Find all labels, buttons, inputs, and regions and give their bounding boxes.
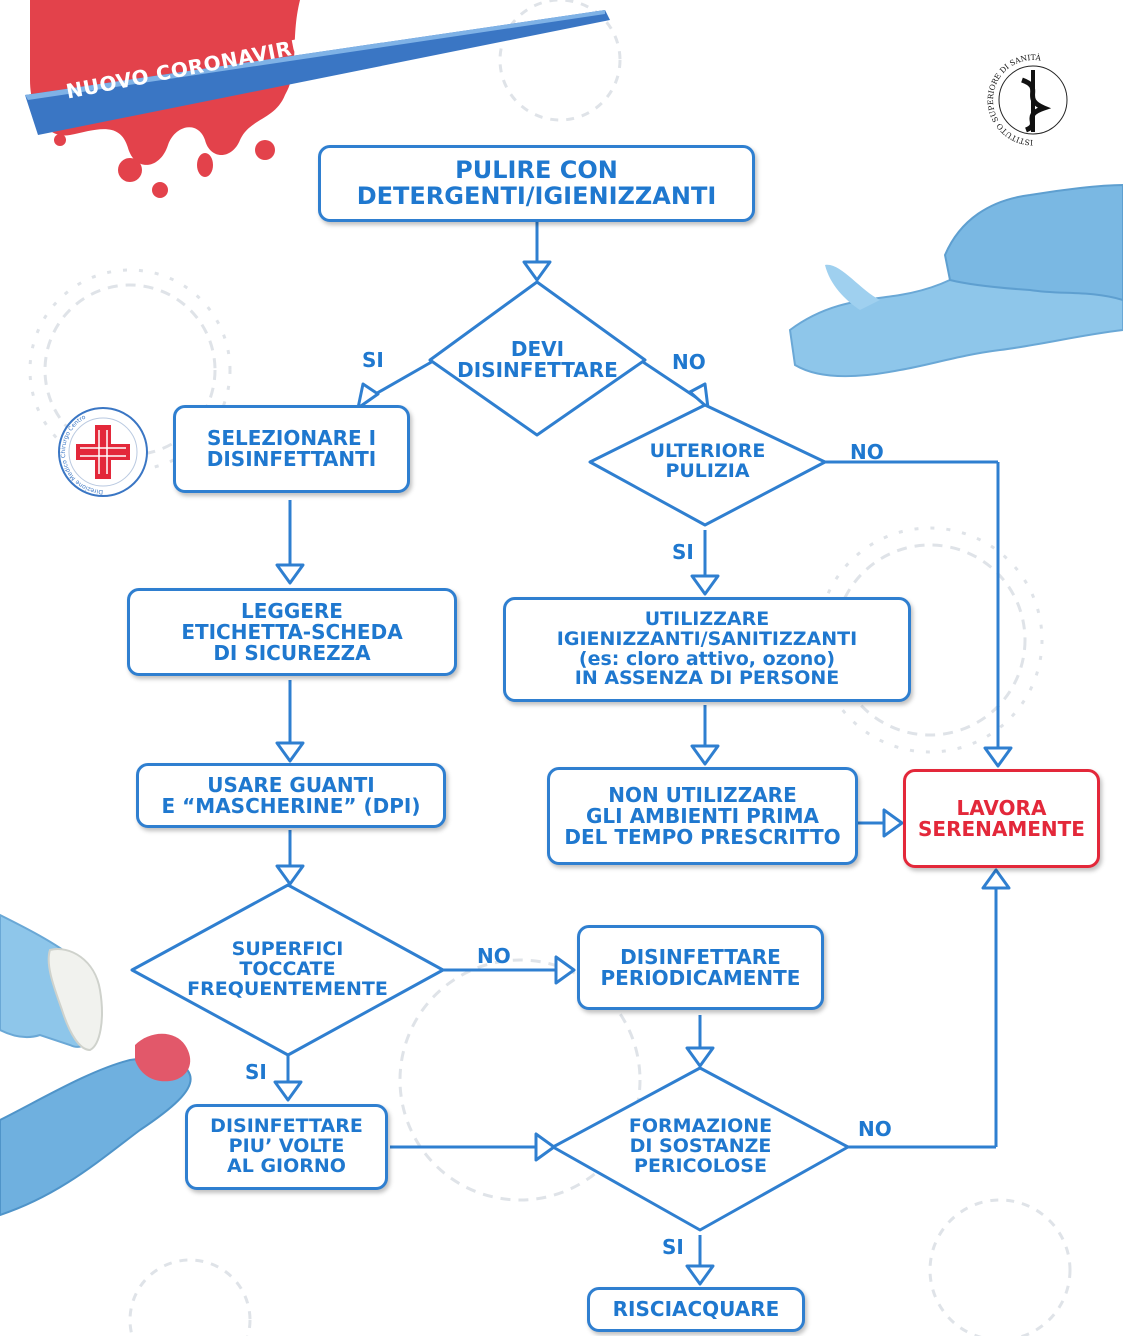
label-no-ulteriore: NO — [850, 440, 884, 464]
iss-seal-text: ISTITUTO SUPERIORE DI SANITÀ — [986, 53, 1042, 147]
decision-ulteriore-pulizia: ULTERIORE PULIZIA — [649, 440, 766, 482]
decision-devi-disinfettare: DEVI DISINFETTARE — [457, 337, 618, 382]
label-si-formazione: SI — [662, 1235, 684, 1259]
label-no-devi: NO — [672, 350, 706, 374]
cross-badge-text: Direzione Medico Chirurgo Centro — [60, 413, 103, 495]
banner-highlight — [25, 10, 605, 100]
iss-seal-logo — [998, 65, 1068, 135]
arrowheads — [273, 260, 1013, 1286]
spray-glove-image — [0, 913, 192, 1217]
label-no-superfici: NO — [477, 944, 511, 968]
decision-superfici-toccate: SUPERFICI TOCCATE FREQUENTEMENTE — [187, 938, 388, 1000]
red-cross-badge — [58, 407, 148, 497]
label-si-superfici: SI — [245, 1060, 267, 1084]
box-pulire: PULIRE CON DETERGENTI/IGIENIZZANTI — [318, 145, 755, 222]
gloves-image — [788, 183, 1123, 378]
box-disinfettare-piu-volte: DISINFETTARE PIU’ VOLTE AL GIORNO — [185, 1104, 388, 1190]
label-no-formazione: NO — [858, 1117, 892, 1141]
decision-diamonds — [130, 280, 850, 1232]
box-utilizzare: UTILIZZARE IGIENIZZANTI/SANITIZZANTI (es… — [503, 597, 911, 702]
box-leggere: LEGGERE ETICHETTA-SCHEDA DI SICUREZZA — [127, 588, 457, 676]
box-selezionare: SELEZIONARE I DISINFETTANTI — [173, 405, 410, 493]
svg-text:ISTITUTO SUPERIORE DI SANITÀ: ISTITUTO SUPERIORE DI SANITÀ — [986, 53, 1042, 147]
decision-formazione-sostanze: FORMAZIONE DI SOSTANZE PERICOLOSE — [628, 1115, 773, 1177]
box-risciacquare: RISCIACQUARE — [587, 1287, 805, 1332]
svg-text:Direzione Medico Chirurgo Cent: Direzione Medico Chirurgo Centro — [60, 413, 103, 495]
box-non-utilizzare: NON UTILIZZARE GLI AMBIENTI PRIMA DEL TE… — [547, 767, 858, 865]
box-disinfettare-periodicamente: DISINFETTARE PERIODICAMENTE — [577, 925, 824, 1010]
box-usare: USARE GUANTI E “MASCHERINE” (DPI) — [136, 763, 446, 828]
label-si-ulteriore: SI — [672, 540, 694, 564]
label-si-devi: SI — [362, 348, 384, 372]
banner-stripe — [25, 10, 610, 135]
box-lavora-serenamente: LAVORA SERENAMENTE — [903, 769, 1100, 868]
